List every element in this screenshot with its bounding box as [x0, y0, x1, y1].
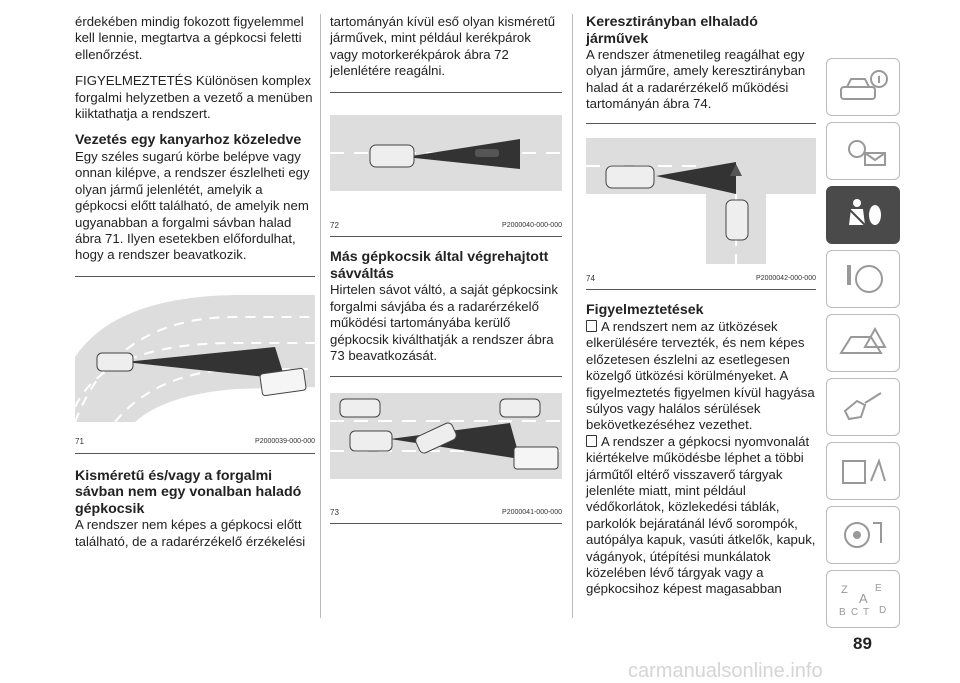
figure-code: P2000039-000-000: [255, 438, 315, 446]
tab-multimedia[interactable]: [826, 506, 900, 564]
warning-text: A rendszer a gépkocsi nyomvonalát kiérté…: [586, 433, 816, 597]
figure-71: 71 P2000039-000-000: [74, 275, 315, 454]
figure-73: 73 P2000041-000-000: [330, 376, 562, 525]
index-letter: E: [875, 583, 882, 594]
emergency-icon: [839, 326, 887, 354]
figure-code: P2000041-000-000: [502, 508, 562, 516]
column-1: érdekében mindig fokozott figyelemmel ke…: [74, 14, 315, 560]
section-heading: Figyelmeztetések: [586, 302, 704, 319]
maintenance-icon: [843, 392, 882, 421]
section-heading: Keresztirányban elhaladó járművek: [586, 14, 758, 47]
car-info-icon: [840, 70, 888, 100]
figure-code: P2000042-000-000: [756, 275, 816, 283]
warning-paragraph: A rendszert nem az ütközések elkerülésér…: [586, 319, 816, 434]
figure-number: 71: [75, 437, 84, 447]
safety-airbag-icon: [848, 199, 881, 226]
warning-paragraph: FIGYELMEZTETÉS Különösen komplex forgalm…: [75, 73, 313, 122]
warning-lights-icon: [848, 140, 886, 166]
crossing-vehicle-illustration: [586, 123, 816, 264]
figure-number: 73: [330, 507, 339, 517]
figure-number: 72: [330, 221, 339, 231]
warning-paragraph: A rendszer a gépkocsi nyomvonalát kiérté…: [586, 434, 816, 598]
tab-warning-lights[interactable]: [826, 122, 900, 180]
paragraph: Egy széles sugarú körbe belépve vagy onn…: [75, 148, 310, 263]
index-letter: T: [863, 607, 869, 618]
paragraph: Hirtelen sávot váltó, a saját gépkocsink…: [330, 282, 558, 364]
tab-safety[interactable]: [826, 186, 900, 244]
figure-code: P2000040-000-000: [502, 222, 562, 230]
column-divider: [572, 14, 573, 618]
figure-number: 74: [586, 274, 595, 284]
tab-technical-data[interactable]: [826, 442, 900, 500]
motorcycle-lane-illustration: [330, 92, 562, 211]
tab-emergency[interactable]: [826, 314, 900, 372]
paragraph: A rendszer nem képes a gépkocsi előtt ta…: [75, 517, 306, 549]
index-letter: C: [851, 607, 858, 618]
multimedia-icon: [844, 522, 882, 548]
column-divider: [320, 14, 321, 618]
column-2: tartományán kívül eső olyan kisméretű já…: [330, 14, 562, 525]
chapter-sidebar: Z E A B C T D: [826, 58, 900, 634]
paragraph: tartományán kívül eső olyan kisméretű já…: [330, 14, 556, 79]
index-letter: B: [839, 607, 846, 618]
warning-text: A rendszert nem az ütközések elkerülésér…: [586, 318, 815, 433]
tab-starting-driving[interactable]: [826, 250, 900, 308]
page-number: 89: [853, 634, 872, 653]
paragraph: érdekében mindig fokozott figyelemmel ke…: [75, 14, 304, 62]
section-heading: Vezetés egy kanyarhoz közeledve: [75, 132, 302, 149]
tab-index[interactable]: Z E A B C T D: [826, 570, 900, 628]
section-heading: Más gépkocsik által végrehajtott sávvált…: [330, 249, 549, 282]
figure-72: 72 P2000040-000-000: [330, 91, 562, 238]
section-heading: Kisméretű és/vagy a forgalmi sávban nem …: [75, 467, 302, 517]
index-letter: Z: [841, 584, 848, 596]
figure-74: 74 P2000042-000-000: [586, 122, 816, 291]
tab-car-info[interactable]: [826, 58, 900, 116]
watermark: carmanualsonline.info: [628, 660, 823, 682]
warning-book-icon: [586, 319, 597, 332]
index-icon: Z E A B C T D: [839, 583, 886, 618]
column-3: Keresztirányban elhaladó járművek A rend…: [586, 14, 816, 598]
index-letter: D: [879, 605, 886, 616]
warning-book-icon: [586, 434, 597, 447]
index-letter: A: [859, 591, 868, 606]
technical-data-icon: [842, 457, 886, 484]
lane-change-illustration: [330, 377, 562, 498]
starting-driving-icon: [847, 265, 883, 293]
paragraph: A rendszer átmenetileg reagálhat egy oly…: [586, 47, 806, 112]
curve-road-illustration: [74, 276, 315, 427]
tab-maintenance[interactable]: [826, 378, 900, 436]
